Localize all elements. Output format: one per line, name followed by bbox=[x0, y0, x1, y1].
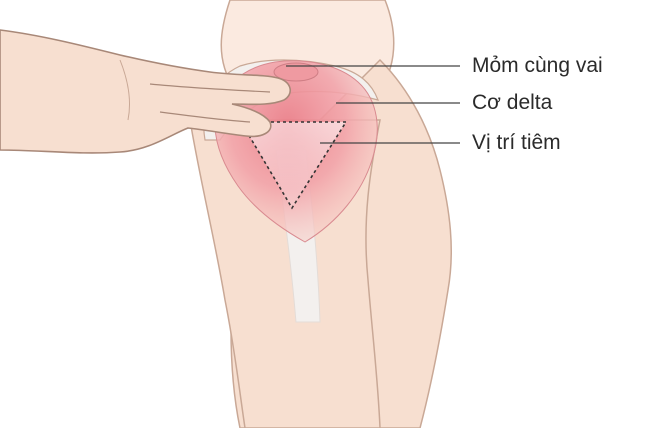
label-acromion: Mỏm cùng vai bbox=[472, 55, 603, 76]
label-injection-site: Vị trí tiêm bbox=[472, 132, 561, 153]
label-deltoid: Cơ delta bbox=[472, 92, 552, 113]
